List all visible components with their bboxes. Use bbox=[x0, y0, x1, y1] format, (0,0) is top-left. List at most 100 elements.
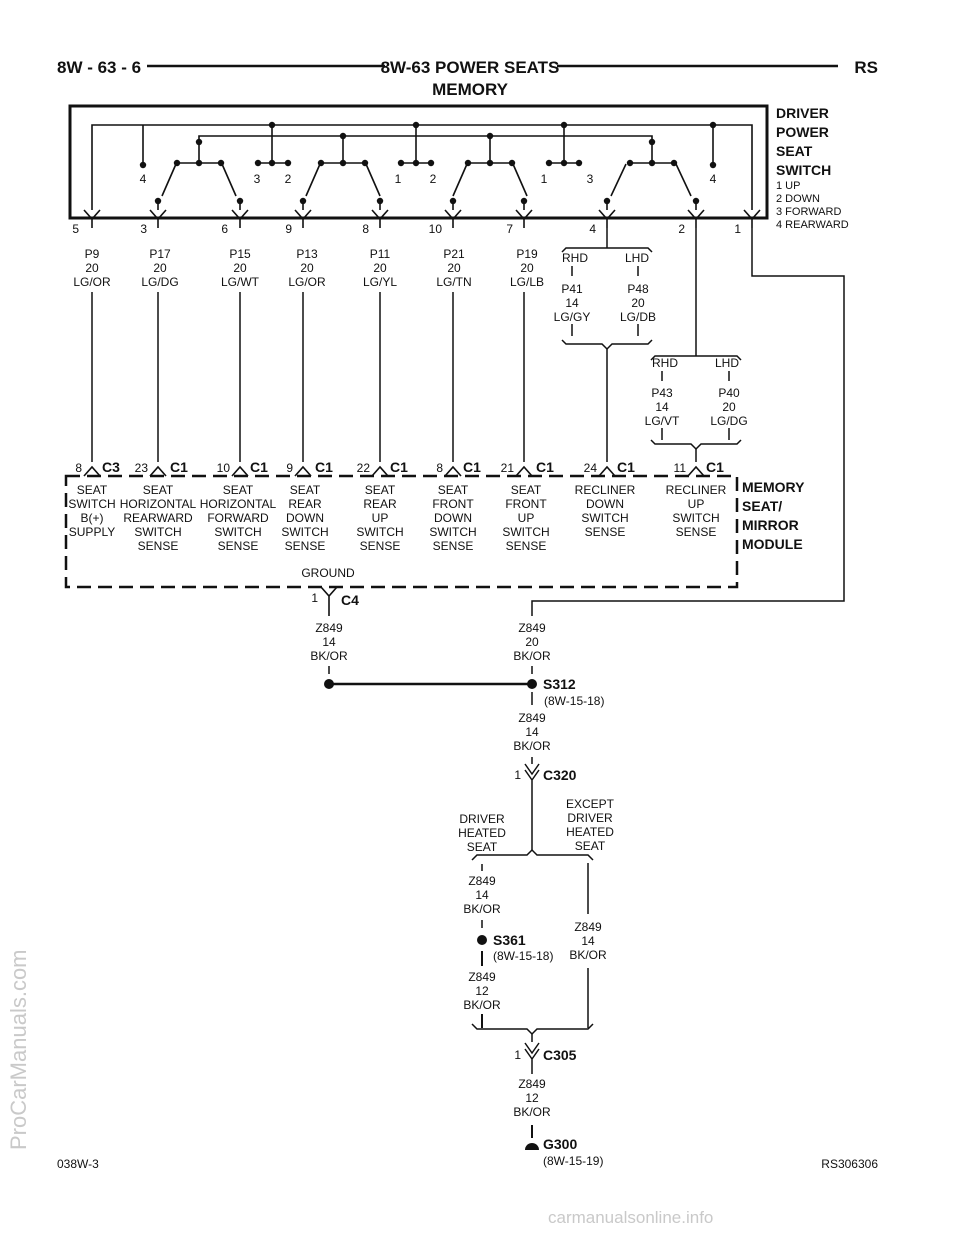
wire-color: LG/OR bbox=[288, 275, 326, 289]
module-name-line: MODULE bbox=[742, 536, 803, 552]
function-line: SUPPLY bbox=[69, 525, 115, 539]
wire-color: BK/OR bbox=[463, 902, 501, 916]
position-label: 4 bbox=[710, 172, 717, 186]
module-pin: 23 bbox=[135, 461, 149, 475]
function-line: SENSE bbox=[585, 525, 626, 539]
module-connector: C1 bbox=[250, 459, 268, 475]
module-pin: 8 bbox=[75, 461, 82, 475]
function-line: SWITCH bbox=[134, 525, 181, 539]
wire-label-p19: P19 20 LG/LB bbox=[510, 247, 544, 289]
module-name-line: MEMORY bbox=[742, 479, 805, 495]
wire-labels: P9 20 LG/OR P17 20 LG/DG P15 20 LG/WT P1… bbox=[73, 247, 747, 428]
module-function-labels: SEAT SWITCH B(+) SUPPLY SEAT HORIZONTAL … bbox=[68, 483, 726, 553]
switch-position-labels: 4 3 2 1 2 1 3 4 bbox=[140, 172, 717, 186]
function-line: REARWARD bbox=[123, 511, 193, 525]
wire-gauge: 14 bbox=[322, 635, 336, 649]
legend-item: 1 UP bbox=[776, 180, 800, 192]
function-line: RECLINER bbox=[575, 483, 636, 497]
c320-pin: 1 bbox=[514, 768, 521, 782]
position-label: 4 bbox=[140, 172, 147, 186]
switch-pin-numbers: 5 3 6 9 8 10 7 4 2 1 bbox=[72, 222, 741, 236]
wire-id: P17 bbox=[149, 247, 171, 261]
wire-color: BK/OR bbox=[513, 649, 551, 663]
function-line: SENSE bbox=[218, 539, 259, 553]
function-line: B(+) bbox=[80, 511, 103, 525]
s312-splice-dot bbox=[527, 679, 537, 689]
wire-gauge: 20 bbox=[525, 635, 539, 649]
wire-id: Z849 bbox=[468, 874, 496, 888]
position-label: 3 bbox=[587, 172, 594, 186]
wire-gauge: 14 bbox=[581, 934, 595, 948]
wire-gauge: 20 bbox=[447, 261, 461, 275]
rhd-label: RHD bbox=[562, 251, 588, 265]
ground-symbol-icon bbox=[525, 1143, 539, 1150]
module-connector: C3 bbox=[102, 459, 120, 475]
legend-item: 2 DOWN bbox=[776, 193, 820, 205]
switch-name-line: DRIVER bbox=[776, 105, 829, 121]
wire-color: LG/WT bbox=[221, 275, 260, 289]
module-pin: 21 bbox=[501, 461, 515, 475]
drawing-number: RS306306 bbox=[821, 1157, 878, 1171]
ground-wires bbox=[328, 666, 594, 1138]
function-rear-down: SEAT REAR DOWN SWITCH SENSE bbox=[281, 483, 328, 553]
wire-color: BK/OR bbox=[310, 649, 348, 663]
wire-color: LG/DG bbox=[710, 414, 747, 428]
module-connector: C1 bbox=[536, 459, 554, 475]
module-pin: 22 bbox=[357, 461, 371, 475]
module-connector: C1 bbox=[617, 459, 635, 475]
function-line: SEAT bbox=[365, 483, 396, 497]
switch-contact-dots bbox=[139, 121, 717, 205]
wire-id: P48 bbox=[627, 282, 649, 296]
function-line: DOWN bbox=[434, 511, 472, 525]
function-line: UP bbox=[372, 511, 389, 525]
function-line: SEAT bbox=[223, 483, 254, 497]
function-line: SENSE bbox=[676, 525, 717, 539]
function-recliner-up: RECLINER UP SWITCH SENSE bbox=[666, 483, 727, 539]
module-input-connectors bbox=[83, 465, 705, 477]
wire-id: Z849 bbox=[518, 621, 546, 635]
page-subtitle: MEMORY bbox=[432, 80, 509, 99]
wire-id: Z849 bbox=[518, 1077, 546, 1091]
memory-module-box bbox=[64, 474, 739, 589]
function-line: SWITCH bbox=[214, 525, 261, 539]
wire-label-p17: P17 20 LG/DG bbox=[141, 247, 178, 289]
wire-color: LG/TN bbox=[436, 275, 471, 289]
wire-gauge: 20 bbox=[373, 261, 387, 275]
lhd-label: LHD bbox=[625, 251, 649, 265]
module-name-line: MIRROR bbox=[742, 517, 799, 533]
function-rear-up: SEAT REAR UP SWITCH SENSE bbox=[356, 483, 403, 553]
switch-name: DRIVER POWER SEAT SWITCH bbox=[776, 105, 831, 178]
wire-gauge: 20 bbox=[520, 261, 534, 275]
function-line: SEAT bbox=[438, 483, 469, 497]
wire-color: BK/OR bbox=[569, 948, 607, 962]
function-line: SENSE bbox=[285, 539, 326, 553]
wire-id: P19 bbox=[516, 247, 538, 261]
function-line: SEAT bbox=[77, 483, 108, 497]
function-line: SWITCH bbox=[502, 525, 549, 539]
function-line: SENSE bbox=[506, 539, 547, 553]
wire-id: P13 bbox=[296, 247, 318, 261]
wire-color: LG/GY bbox=[554, 310, 591, 324]
c4-pin: 1 bbox=[311, 591, 318, 605]
wire-gauge: 20 bbox=[85, 261, 99, 275]
function-line: REAR bbox=[363, 497, 397, 511]
function-line: SENSE bbox=[433, 539, 474, 553]
switch-name-line: SEAT bbox=[776, 143, 813, 159]
function-line: UP bbox=[688, 497, 705, 511]
wire-gauge: 14 bbox=[655, 400, 669, 414]
function-line: HORIZONTAL bbox=[120, 497, 197, 511]
rhd-label: RHD bbox=[652, 356, 678, 370]
s361-label: S361 bbox=[493, 932, 526, 948]
option-line: DRIVER bbox=[459, 812, 505, 826]
wire-label-p21: P21 20 LG/TN bbox=[436, 247, 471, 289]
wire-gauge: 20 bbox=[631, 296, 645, 310]
s361-splice-dot bbox=[477, 935, 487, 945]
wire-label-p15: P15 20 LG/WT bbox=[221, 247, 260, 289]
module-pin: 9 bbox=[286, 461, 293, 475]
function-line: SEAT bbox=[143, 483, 174, 497]
function-front-up: SEAT FRONT UP SWITCH SENSE bbox=[502, 483, 549, 553]
wire-gauge: 14 bbox=[525, 725, 539, 739]
function-line: DOWN bbox=[586, 497, 624, 511]
wire-label-p11: P11 20 LG/YL bbox=[363, 247, 397, 289]
